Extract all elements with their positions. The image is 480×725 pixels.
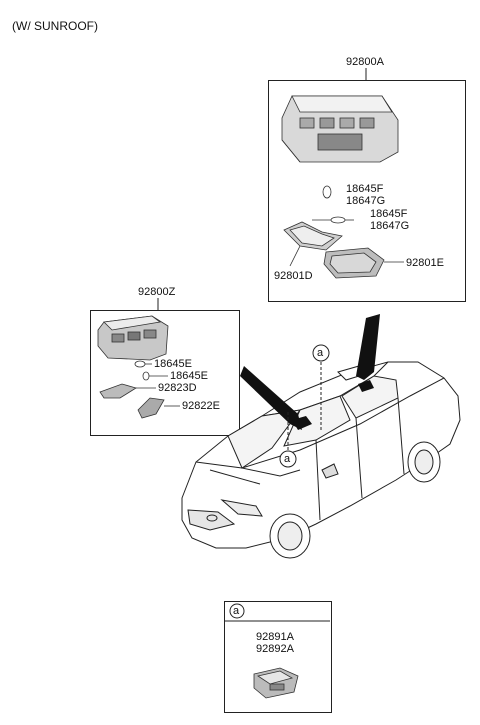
- part-label-bulb-2b: 18647G: [370, 220, 410, 232]
- part-label-92822E: 92822E: [182, 400, 220, 412]
- part-label-bulb-1a: 18645F: [346, 183, 384, 195]
- pointer-arrows: [240, 314, 380, 430]
- bulb-drawings: [312, 185, 354, 224]
- front-console-drawing: [97, 315, 180, 419]
- detail-lamp-drawing: [253, 667, 299, 699]
- callout-letter-lower: a: [284, 453, 291, 465]
- sunroof-console-drawing: [281, 95, 399, 163]
- part-label-18645E-a: 18645E: [154, 358, 192, 370]
- detail-marker-circle: [229, 603, 245, 619]
- diagram-heading: (W/ SUNROOF): [12, 19, 98, 33]
- callout-leaders: [287, 362, 322, 450]
- part-label-18645E-b: 18645E: [170, 370, 208, 382]
- part-label-bulb-1b: 18647G: [346, 195, 386, 207]
- callout-circle-lower: [279, 450, 297, 468]
- part-label-92801E: 92801E: [406, 257, 444, 269]
- callout-letter-upper: a: [317, 347, 324, 359]
- detail-marker-letter: a: [233, 605, 240, 617]
- part-label-92823D: 92823D: [158, 382, 197, 394]
- part-label-92892A: 92892A: [256, 643, 294, 655]
- lens-92801E-drawing: [323, 247, 404, 279]
- part-label-bulb-2a: 18645F: [370, 208, 408, 220]
- callout-circle-upper: [312, 344, 330, 362]
- part-label-92891A: 92891A: [256, 631, 294, 643]
- part-label-92800Z: 92800Z: [138, 286, 176, 298]
- car-drawing: [181, 361, 461, 559]
- part-label-92801D: 92801D: [274, 270, 313, 282]
- part-label-92800A: 92800A: [346, 56, 384, 68]
- lens-92801D-drawing: [283, 221, 343, 267]
